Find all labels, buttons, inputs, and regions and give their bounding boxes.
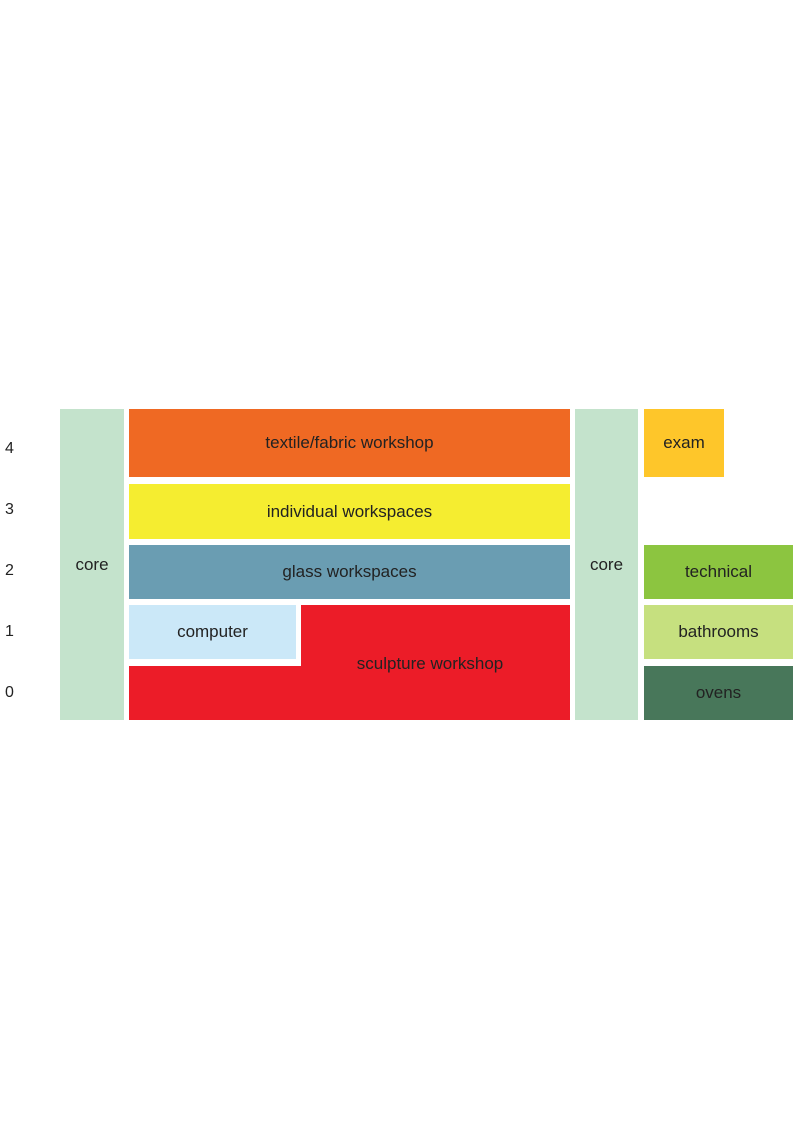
technical-block: technical [644, 545, 793, 599]
individual-workspaces-block: individual workspaces [129, 484, 570, 539]
bathrooms-block: bathrooms [644, 605, 793, 659]
floor-label-1: 1 [5, 623, 14, 640]
core-right-label: core [589, 554, 624, 574]
ovens-block: ovens [644, 666, 793, 720]
sculpture-workshop-label: sculpture workshop [356, 654, 504, 673]
glass-workspaces-label: glass workspaces [282, 562, 417, 581]
glass-workspaces-block: glass workspaces [129, 545, 570, 599]
bathrooms-label: bathrooms [678, 622, 759, 641]
floor-label-2: 2 [5, 562, 14, 579]
floor-label-3: 3 [5, 501, 14, 518]
exam-label: exam [663, 433, 705, 452]
technical-label: technical [684, 562, 753, 581]
computer-block: computer [129, 605, 296, 659]
sculpture-workshop-block [129, 605, 570, 720]
individual-workspaces-label: individual workspaces [266, 501, 433, 521]
exam-block: exam [644, 409, 724, 477]
floor-label-0: 0 [5, 684, 14, 701]
core-left-label: core [75, 554, 109, 574]
floor-label-4: 4 [5, 440, 14, 457]
textile-fabric-workshop-label: textile/fabric workshop [265, 433, 434, 452]
sculpture-workshop-shape [129, 605, 570, 720]
core-right-block: core [575, 409, 638, 720]
ovens-label: ovens [695, 683, 742, 702]
textile-fabric-workshop-block: textile/fabric workshop [129, 409, 570, 477]
core-left-block: core [60, 409, 124, 720]
computer-label: computer [177, 622, 248, 641]
